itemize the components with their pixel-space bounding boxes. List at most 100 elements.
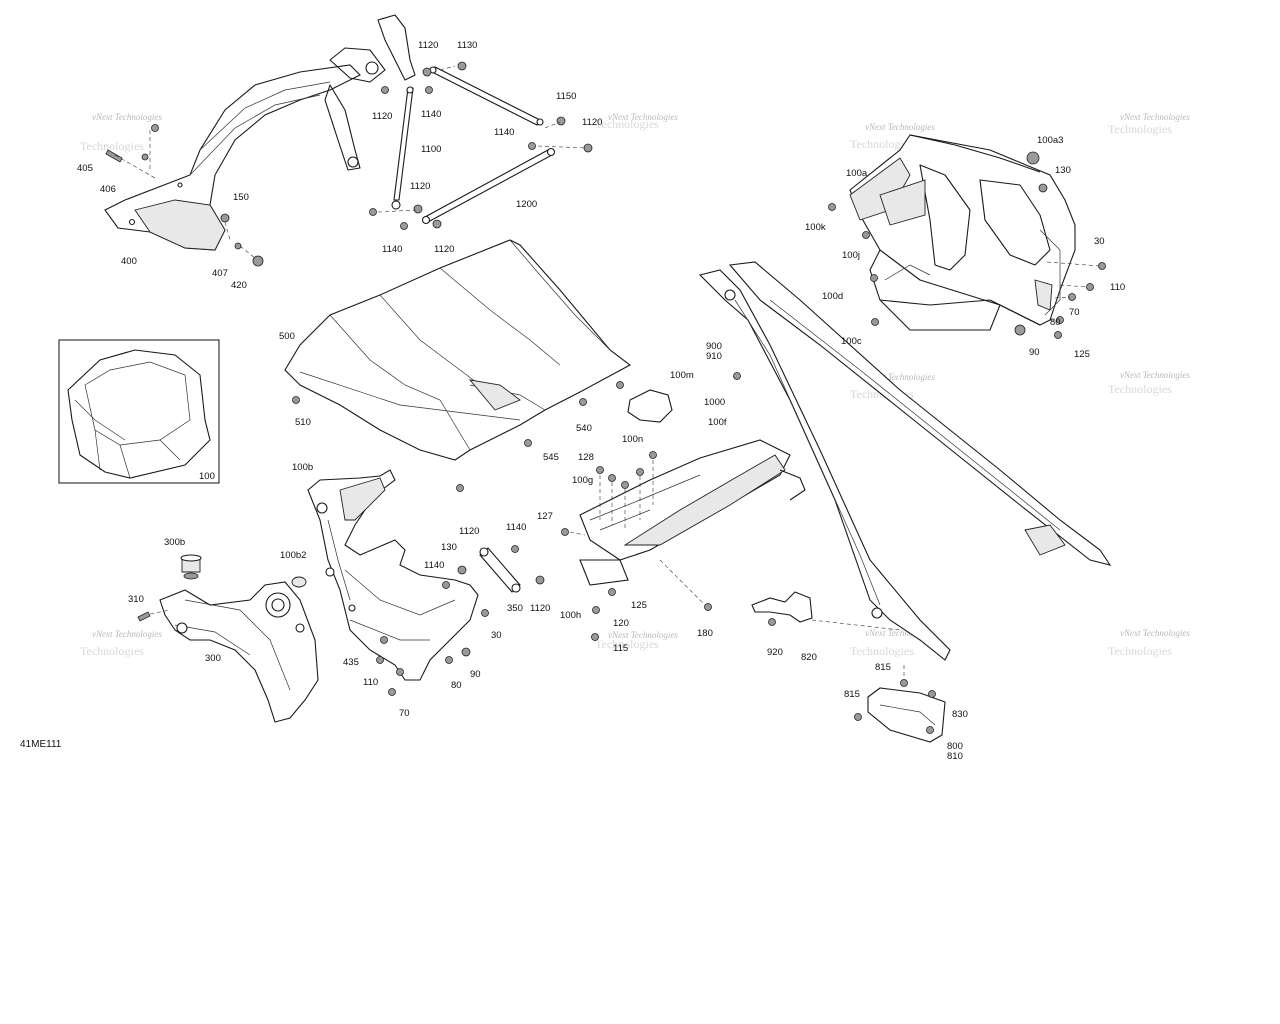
- callout-815: 815: [844, 689, 860, 700]
- callout-labels: 1120 1130 1120 1140 1150 1140 1120 1100 …: [20, 40, 1125, 762]
- callout-100c: 100c: [841, 336, 862, 347]
- callout-1140: 1140: [424, 560, 444, 571]
- watermark-text: Technologies: [80, 139, 144, 153]
- callout-125: 125: [1074, 349, 1090, 360]
- part-800-plate: [854, 665, 946, 743]
- callout-100m: 100m: [670, 370, 694, 381]
- callout-100k: 100k: [805, 222, 826, 233]
- callout-100a: 100a: [846, 168, 868, 179]
- callout-1120: 1120: [410, 181, 430, 192]
- leader-lines-center: [569, 460, 706, 606]
- watermark-text: vNext Technologies: [865, 372, 935, 382]
- callout-1140: 1140: [506, 522, 526, 533]
- part-300b-mount: [180, 554, 202, 580]
- callout-80: 80: [1050, 317, 1061, 328]
- watermark-text: vNext Technologies: [608, 112, 678, 122]
- callout-310: 310: [128, 594, 144, 605]
- callout-100a3: 100a3: [1037, 135, 1063, 146]
- leader-lines-upper-left: [114, 65, 587, 259]
- callout-405: 405: [77, 163, 93, 174]
- watermark-text: vNext Technologies: [1120, 370, 1190, 380]
- callout-1200: 1200: [516, 199, 537, 210]
- callout-127: 127: [537, 511, 553, 522]
- callout-80: 80: [451, 680, 462, 691]
- callout-920: 920: [767, 647, 783, 658]
- callout-100: 100: [199, 471, 215, 482]
- callout-1000: 1000: [704, 397, 725, 408]
- part-1100-rod: [391, 86, 414, 210]
- watermark-text: vNext Technologies: [608, 630, 678, 640]
- callout-350: 350: [507, 603, 523, 614]
- callout-1100: 1100: [421, 144, 441, 155]
- callout-810: 810: [947, 751, 963, 762]
- callout-910: 910: [706, 351, 722, 362]
- part-100f-bracket: [579, 439, 806, 586]
- callout-830: 830: [952, 709, 968, 720]
- callout-100b2: 100b2: [280, 550, 306, 561]
- part-300-rear-bracket: [159, 581, 319, 723]
- fasteners-center: [561, 451, 712, 641]
- watermark-text: Technologies: [80, 644, 144, 658]
- callout-1120: 1120: [530, 603, 550, 614]
- callout-1140: 1140: [421, 109, 441, 120]
- callout-100d: 100d: [822, 291, 843, 302]
- callout-100h: 100h: [560, 610, 581, 621]
- callout-110: 110: [1110, 282, 1125, 293]
- callout-1140: 1140: [494, 127, 514, 138]
- callout-100j: 100j: [842, 250, 860, 261]
- fasteners-upper-left: [105, 61, 593, 267]
- callout-407: 407: [212, 268, 228, 279]
- watermark-text: Technologies: [595, 117, 659, 131]
- callout-120: 120: [613, 618, 629, 629]
- callout-300b: 300b: [164, 537, 185, 548]
- callout-30: 30: [491, 630, 502, 641]
- watermark-text: Technologies: [850, 137, 914, 151]
- callout-1120: 1120: [372, 111, 392, 122]
- watermark-text: Technologies: [1108, 644, 1172, 658]
- callout-1130: 1130: [457, 40, 477, 51]
- callout-820: 820: [801, 652, 817, 663]
- callout-130: 130: [1055, 165, 1071, 176]
- callout-400: 400: [121, 256, 137, 267]
- callout-100n: 100n: [622, 434, 643, 445]
- callout-70: 70: [399, 708, 410, 719]
- callout-406: 406: [100, 184, 116, 195]
- callout-900: 900: [706, 341, 722, 352]
- callout-125: 125: [631, 600, 647, 611]
- part-400-front-crossmember: [104, 14, 416, 251]
- fastener-310: [137, 609, 171, 622]
- callout-90: 90: [1029, 347, 1040, 358]
- watermark-text: vNext Technologies: [1120, 628, 1190, 638]
- callout-70: 70: [1069, 307, 1080, 318]
- part-350-link: [479, 547, 521, 593]
- watermark-text: Technologies: [595, 637, 659, 651]
- callout-150: 150: [233, 192, 249, 203]
- callout-540: 540: [576, 423, 592, 434]
- callout-1120: 1120: [459, 526, 479, 537]
- callout-510: 510: [295, 417, 311, 428]
- part-500-floor-panel: [284, 239, 632, 492]
- inset-100-frame-overview: [58, 339, 220, 484]
- watermark-text: Technologies: [1108, 382, 1172, 396]
- diagram-code: 41ME111: [20, 739, 62, 750]
- part-100b2-bushing: [291, 576, 307, 588]
- callout-90: 90: [470, 669, 481, 680]
- callout-130: 130: [441, 542, 457, 553]
- callout-800: 800: [947, 741, 963, 752]
- callout-1120: 1120: [418, 40, 438, 51]
- watermark-text: vNext Technologies: [865, 628, 935, 638]
- callout-1150: 1150: [556, 91, 576, 102]
- watermark-text: Technologies: [850, 644, 914, 658]
- watermark-text: vNext Technologies: [92, 112, 162, 122]
- watermark-text: vNext Technologies: [865, 122, 935, 132]
- part-1130-rod: [429, 66, 544, 126]
- callout-545: 545: [543, 452, 559, 463]
- callout-100b: 100b: [292, 462, 313, 473]
- callout-420: 420: [231, 280, 247, 291]
- callout-815: 815: [875, 662, 891, 673]
- callout-100g: 100g: [572, 475, 593, 486]
- callout-110: 110: [363, 677, 378, 688]
- part-100m-cover: [627, 389, 673, 423]
- fasteners-lower: [376, 545, 545, 696]
- part-1200-rod: [421, 147, 556, 225]
